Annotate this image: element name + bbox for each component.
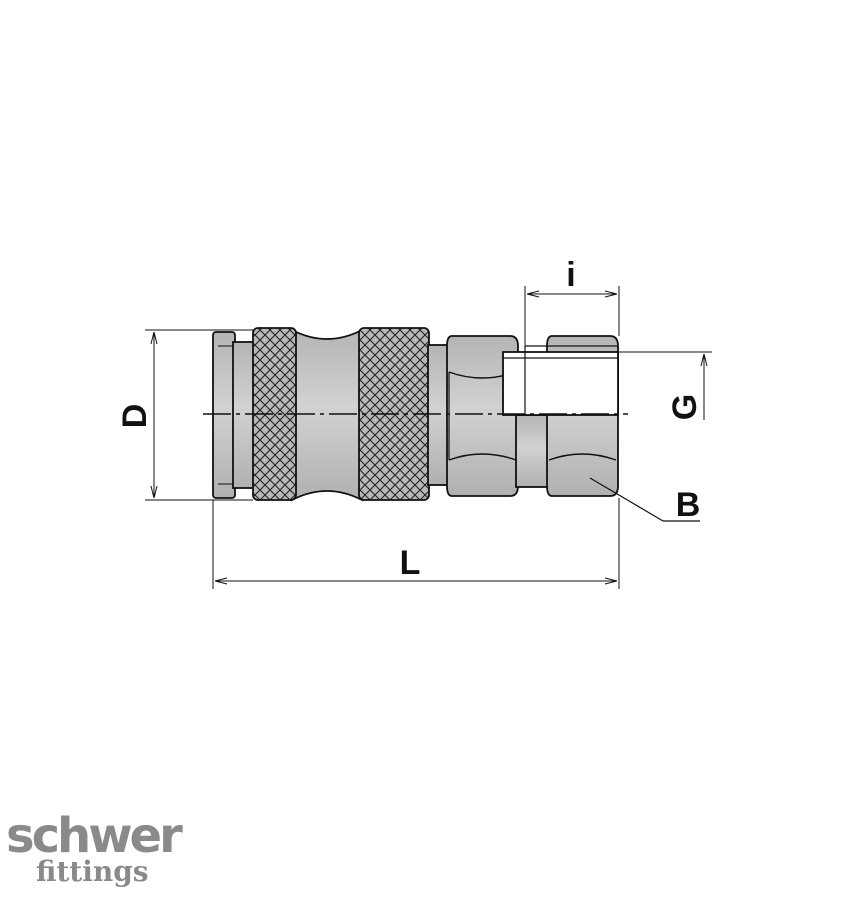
connector [515, 414, 551, 488]
label-d: D [116, 404, 154, 429]
leader-b [589, 477, 700, 522]
schwer-fittings-logo: schwer fittings [6, 808, 183, 888]
dimension-d [145, 329, 253, 501]
label-g: G [666, 394, 704, 420]
flange-step [232, 341, 256, 489]
thread-bore [502, 351, 619, 416]
label-b: B [676, 486, 701, 524]
logo-line-1: schwer [6, 808, 183, 864]
front-flange [212, 331, 236, 499]
sleeve-waist [291, 328, 363, 502]
dimension-l [212, 498, 620, 589]
logo-line-2: fittings [36, 855, 149, 888]
label-i: i [566, 256, 575, 294]
dimension-g [618, 351, 712, 420]
label-l: L [400, 544, 421, 582]
dimension-i [524, 286, 620, 346]
